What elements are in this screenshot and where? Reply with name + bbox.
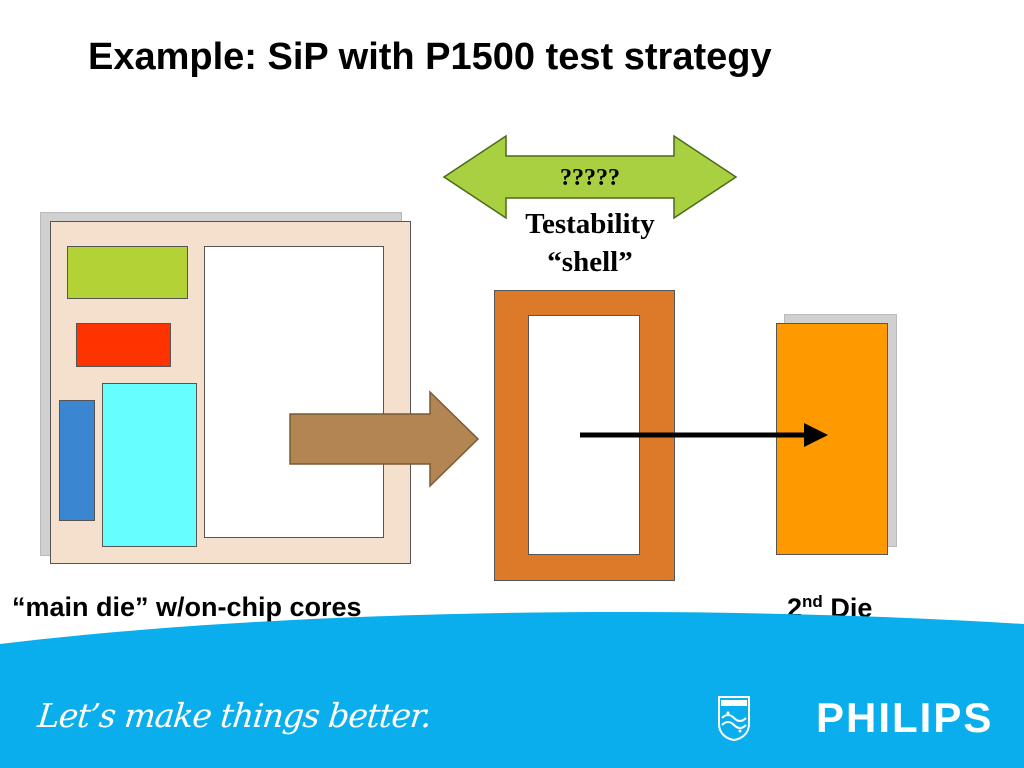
core-red [76, 323, 171, 367]
philips-brand: PHILIPS [816, 694, 994, 741]
double-arrow [442, 134, 738, 220]
core-blue [59, 400, 95, 521]
slide-title: Example: SiP with P1500 test strategy [88, 36, 772, 78]
core-white [204, 246, 384, 538]
second-die-caption-sup: nd [802, 592, 823, 611]
shell-label-line1: Testability [525, 208, 655, 240]
main-die-caption: “main die” w/on-chip cores [12, 592, 362, 622]
core-green [67, 246, 188, 299]
shell-label-line2: “shell” [547, 246, 633, 278]
second-die [776, 323, 888, 555]
connection-arrow [580, 423, 828, 447]
double-arrow-label: ????? [560, 165, 620, 191]
philips-shield-icon [718, 696, 750, 742]
footer-slogan: Let’s make things better. [35, 696, 433, 735]
core-cyan [102, 383, 197, 547]
footer-band [0, 612, 1024, 768]
block-arrow [289, 390, 480, 488]
